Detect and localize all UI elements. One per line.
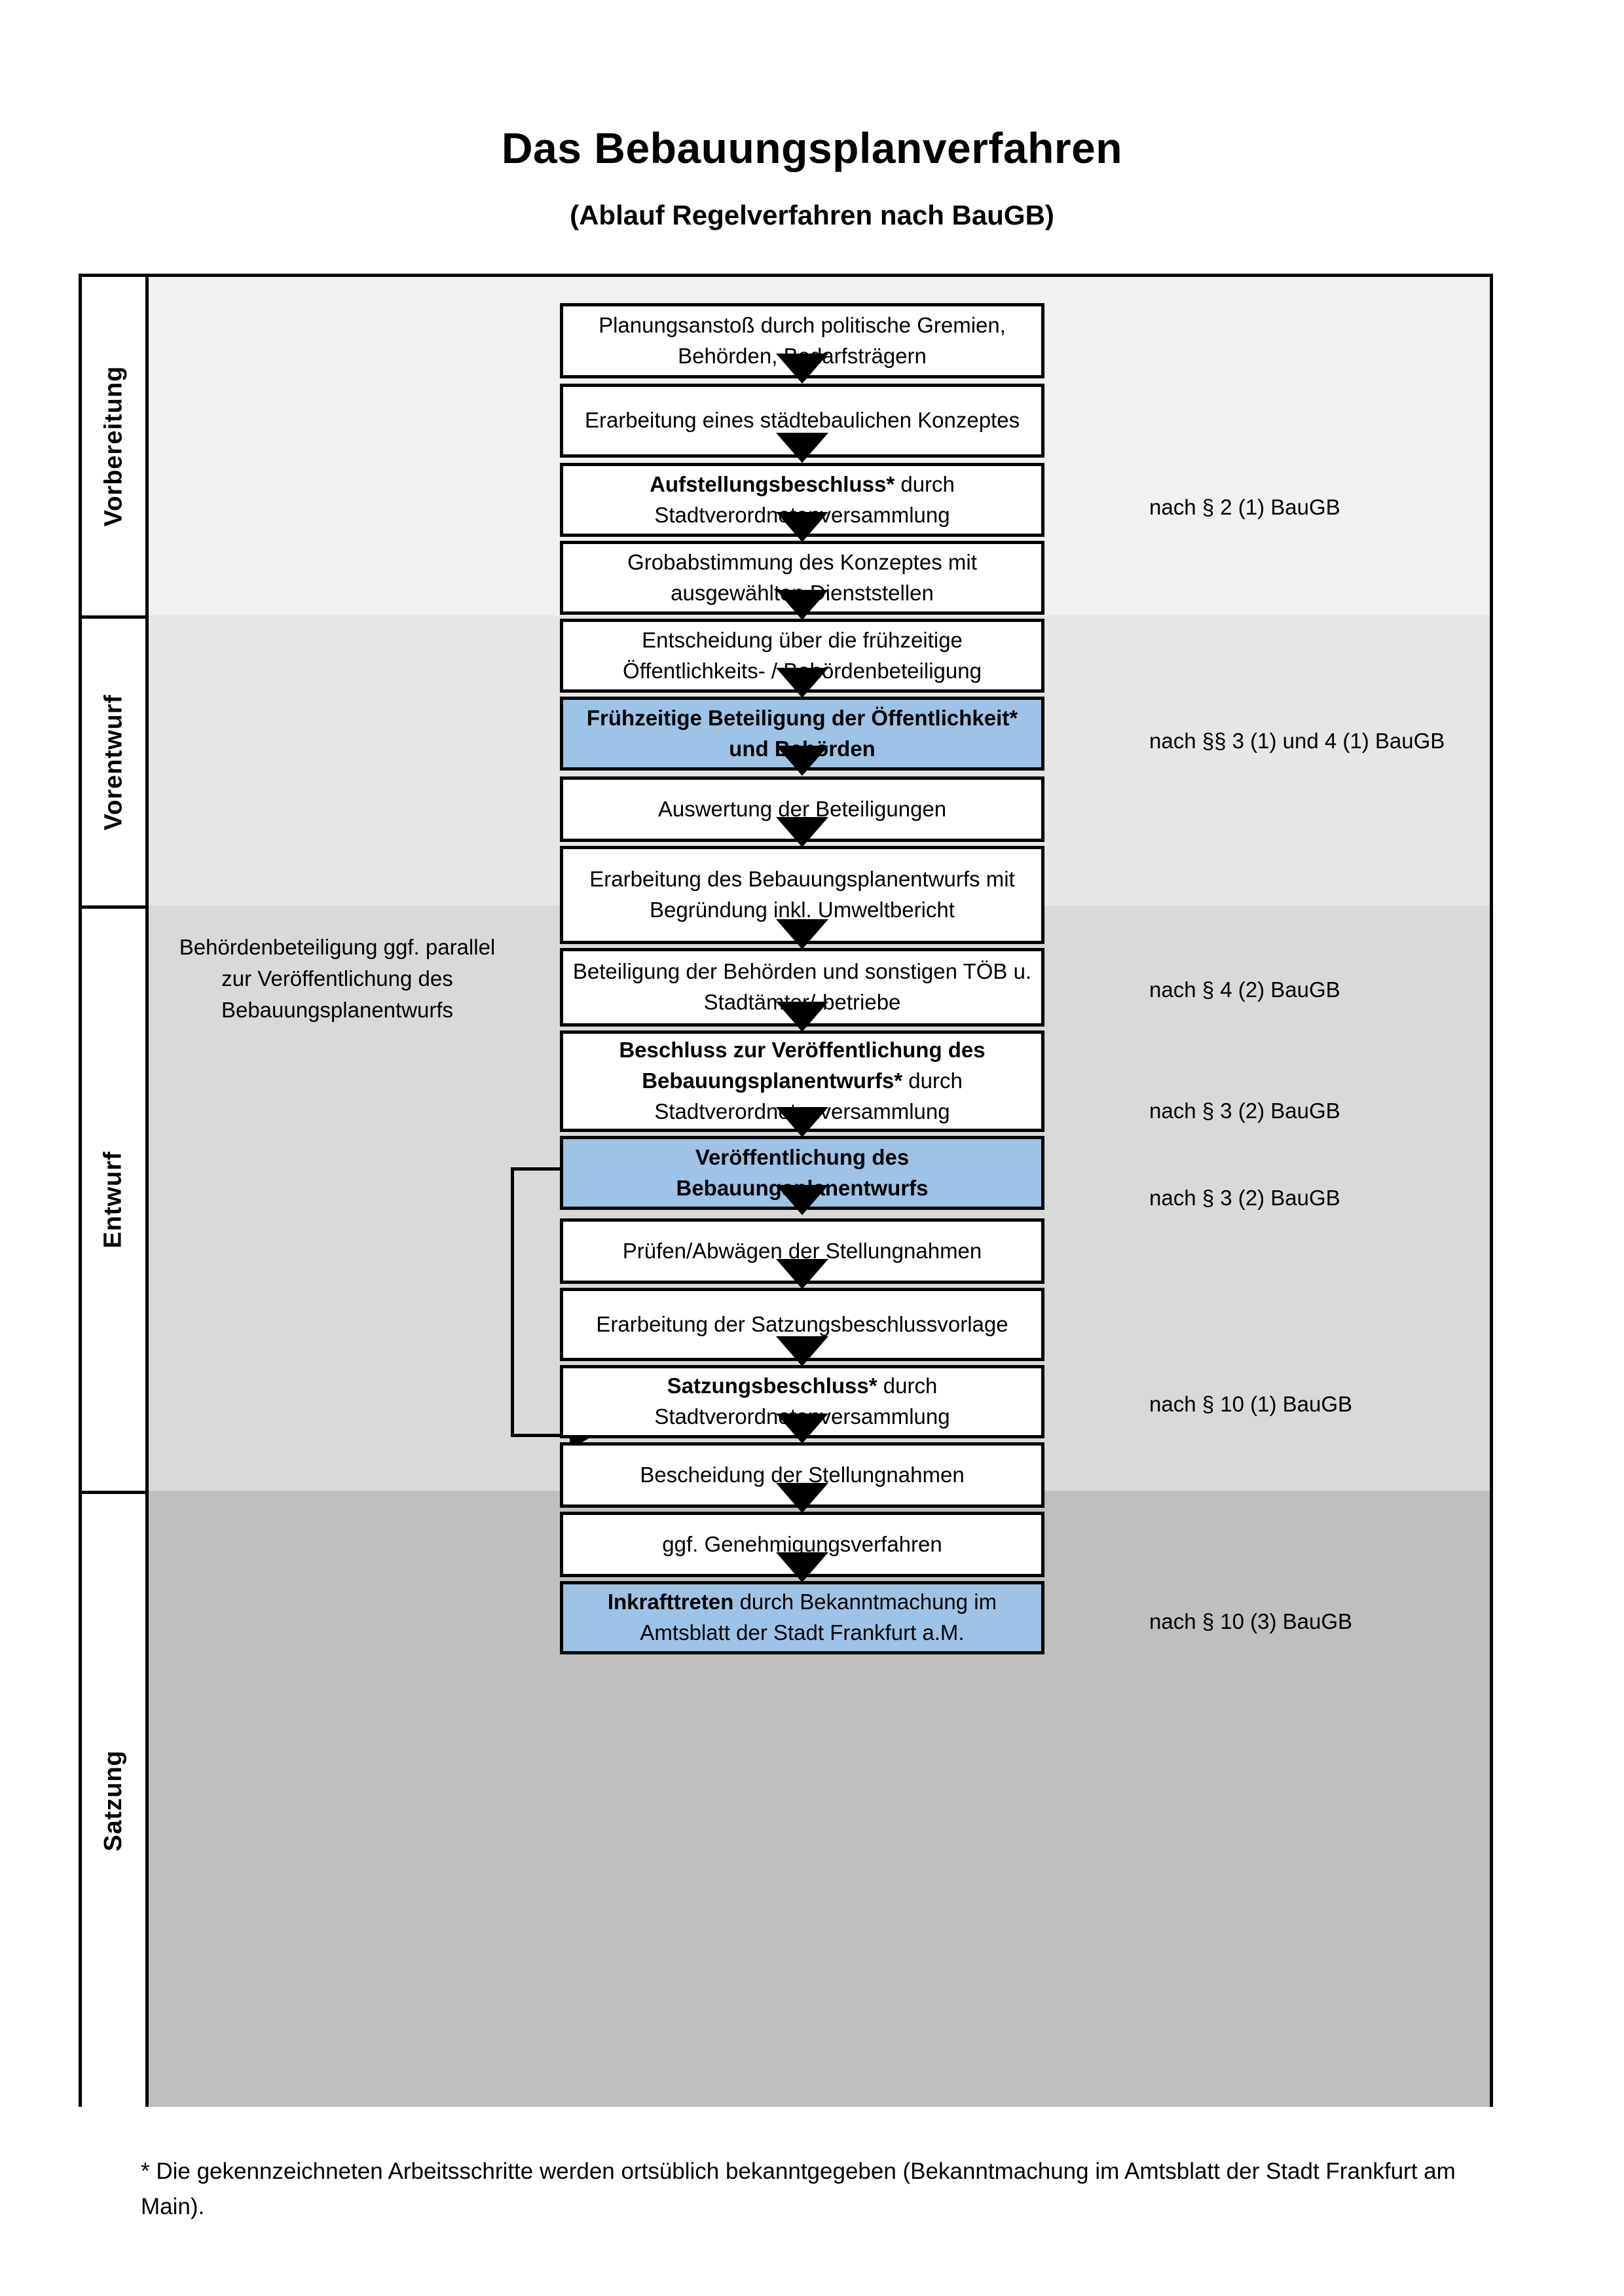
process-box-text: Bescheidung der Stellungnahmen bbox=[640, 1462, 965, 1487]
arrow-down-icon bbox=[776, 1336, 828, 1366]
arrow-down-icon bbox=[776, 1107, 828, 1137]
process-box-text: Erarbeitung des Bebauungsplanentwurfs mi… bbox=[589, 867, 1015, 922]
process-box-bold-text: Beschluss zur Veröffentlichung des Bebau… bbox=[619, 1038, 986, 1093]
legal-reference-s9: nach § 4 (2) BauGB bbox=[1149, 977, 1340, 1002]
phase-label-entwurf: Entwurf bbox=[82, 905, 149, 1491]
bracket-top-line bbox=[511, 1167, 591, 1171]
arrow-down-icon bbox=[776, 817, 828, 847]
arrow-down-icon bbox=[776, 746, 828, 776]
bracket-vertical-line bbox=[511, 1167, 514, 1437]
footnote: * Die gekennzeichneten Arbeitsschritte w… bbox=[141, 2159, 1456, 2220]
process-box-text: Inkrafttreten durch Bekanntmachung im Am… bbox=[571, 1587, 1033, 1649]
process-box-beschluss-veroeffentlichung[interactable]: Beschluss zur Veröffentlichung des Bebau… bbox=[560, 1030, 1044, 1132]
process-box-text: Prüfen/Abwägen der Stellungnahmen bbox=[622, 1238, 982, 1263]
arrow-down-icon bbox=[776, 590, 828, 620]
arrow-down-icon bbox=[776, 1002, 828, 1032]
arrow-down-icon bbox=[776, 1552, 828, 1582]
arrow-down-icon bbox=[776, 1259, 828, 1289]
process-box-text: Auswertung der Beteiligungen bbox=[657, 796, 947, 821]
page-subtitle: (Ablauf Regelverfahren nach BauGB) bbox=[570, 199, 1054, 230]
legal-reference-s14: nach § 10 (1) BauGB bbox=[1149, 1392, 1353, 1416]
arrow-down-icon bbox=[776, 1483, 828, 1513]
phase-label-text: Vorbereitung bbox=[100, 365, 128, 527]
process-box-bold-text: Aufstellungsbeschluss* bbox=[650, 471, 895, 496]
phase-label-vorentwurf: Vorentwurf bbox=[82, 615, 149, 905]
title-block: Das Bebauungsplanverfahren (Ablauf Regel… bbox=[0, 124, 1624, 231]
legal-reference-s10: nach § 3 (2) BauGB bbox=[1149, 1099, 1340, 1123]
side-note-behoerdenbeteiligung: Behördenbeteiligung ggf. parallel zur Ve… bbox=[179, 935, 496, 1022]
process-box-regular-text: durch Bekanntmachung im Amtsblatt der St… bbox=[640, 1590, 997, 1645]
phase-label-text: Entwurf bbox=[100, 1151, 127, 1248]
legal-reference-s11: nach § 3 (2) BauGB bbox=[1149, 1186, 1340, 1210]
process-box-text: ggf. Genehmigungsverfahren bbox=[662, 1531, 942, 1556]
process-box-inkrafttreten[interactable]: Inkrafttreten durch Bekanntmachung im Am… bbox=[560, 1581, 1044, 1654]
phase-label-vorbereitung: Vorbereitung bbox=[82, 277, 149, 615]
legal-reference-s17: nach § 10 (3) BauGB bbox=[1149, 1609, 1353, 1633]
arrow-down-icon bbox=[776, 668, 828, 698]
arrow-down-icon bbox=[776, 354, 828, 384]
arrow-down-icon bbox=[776, 512, 828, 542]
process-box-erarbeitung-bebauungsplanentwurf[interactable]: Erarbeitung des Bebauungsplanentwurfs mi… bbox=[560, 846, 1044, 944]
bracket-bottom-line bbox=[511, 1434, 574, 1437]
phase-label-text: Satzung bbox=[100, 1749, 127, 1851]
page-title: Das Bebauungsplanverfahren bbox=[501, 124, 1123, 172]
arrow-down-icon bbox=[776, 433, 828, 463]
process-box-bold-text: Inkrafttreten bbox=[607, 1590, 734, 1614]
process-box-satzungsbeschluss[interactable]: Satzungsbeschluss* durch Stadtverordnete… bbox=[560, 1365, 1044, 1438]
phase-label-satzung: Satzung bbox=[82, 1491, 149, 2107]
process-box-text: Erarbeitung eines städtebaulichen Konzep… bbox=[584, 408, 1020, 433]
phase-label-text: Vorentwurf bbox=[100, 694, 127, 830]
arrow-down-icon bbox=[776, 919, 828, 949]
process-box-text: Erarbeitung der Satzungsbeschlussvorlage bbox=[596, 1311, 1008, 1336]
flowchart-frame: Vorbereitung Vorentwurf Entwurf Satzung … bbox=[79, 274, 1493, 2107]
legal-reference-s3: nach § 2 (1) BauGB bbox=[1149, 495, 1340, 519]
legal-reference-s6: nach §§ 3 (1) und 4 (1) BauGB bbox=[1149, 729, 1445, 753]
process-box-text: Satzungsbeschluss* durch Stadtverordnete… bbox=[571, 1371, 1033, 1432]
process-box-bold-text: Satzungsbeschluss* bbox=[667, 1374, 877, 1398]
process-box-planungsanstoss[interactable]: Planungsanstoß durch politische Gremien,… bbox=[560, 303, 1044, 378]
arrow-down-icon bbox=[776, 1185, 828, 1215]
arrow-down-icon bbox=[776, 1413, 828, 1444]
